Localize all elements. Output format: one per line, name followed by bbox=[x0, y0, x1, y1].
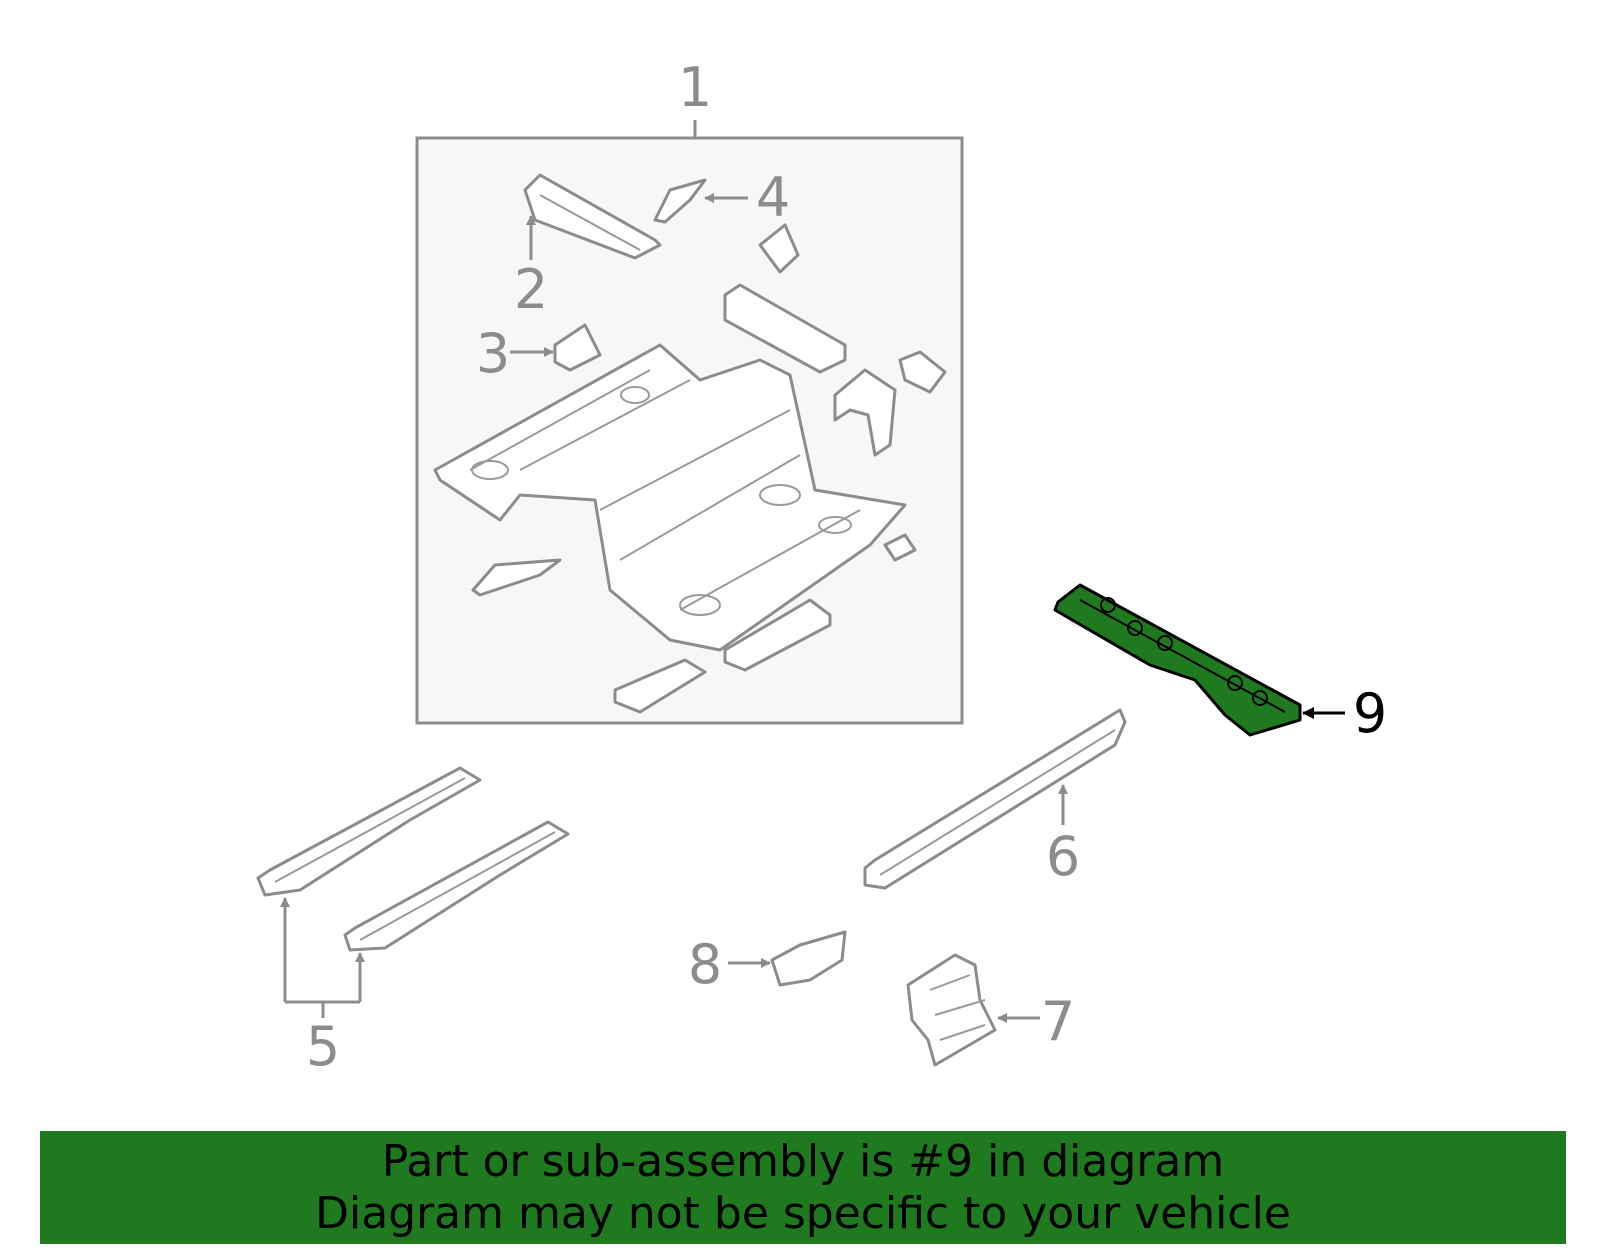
part-5-rail-b bbox=[343, 820, 570, 952]
banner-line-1: Part or sub-assembly is #9 in diagram bbox=[381, 1135, 1225, 1187]
callout-7: 7 bbox=[1041, 990, 1075, 1053]
banner-line-2: Diagram may not be specific to your vehi… bbox=[315, 1187, 1291, 1239]
bracket-lower-center bbox=[613, 658, 707, 714]
callout-4: 4 bbox=[756, 166, 790, 229]
bracket-lower-left bbox=[471, 558, 562, 597]
info-banner: Part or sub-assembly is #9 in diagram Di… bbox=[40, 1131, 1566, 1244]
part-8-bracket bbox=[770, 930, 847, 987]
crossmember-lower bbox=[723, 598, 832, 672]
callout-8: 8 bbox=[688, 933, 722, 996]
part-9-crossmember-highlighted bbox=[1053, 583, 1302, 737]
part-3-bracket bbox=[553, 323, 602, 372]
floor-pan bbox=[433, 343, 907, 652]
bracket-right-c bbox=[883, 533, 917, 562]
callout-5: 5 bbox=[306, 1015, 340, 1078]
bracket-right-a bbox=[833, 368, 897, 457]
callout-9: 9 bbox=[1353, 682, 1387, 745]
callout-3: 3 bbox=[476, 322, 510, 385]
callout-1: 1 bbox=[678, 56, 712, 119]
part-5-rail-a bbox=[256, 766, 482, 897]
callout-6: 6 bbox=[1046, 825, 1080, 888]
part-4-bracket bbox=[653, 178, 707, 224]
part-6-rail bbox=[863, 708, 1127, 890]
bracket-right-b bbox=[898, 350, 947, 394]
part-7-bracket bbox=[906, 953, 997, 1067]
small-block bbox=[758, 223, 800, 274]
crossmember-upper bbox=[723, 283, 847, 374]
callout-2: 2 bbox=[514, 258, 548, 321]
